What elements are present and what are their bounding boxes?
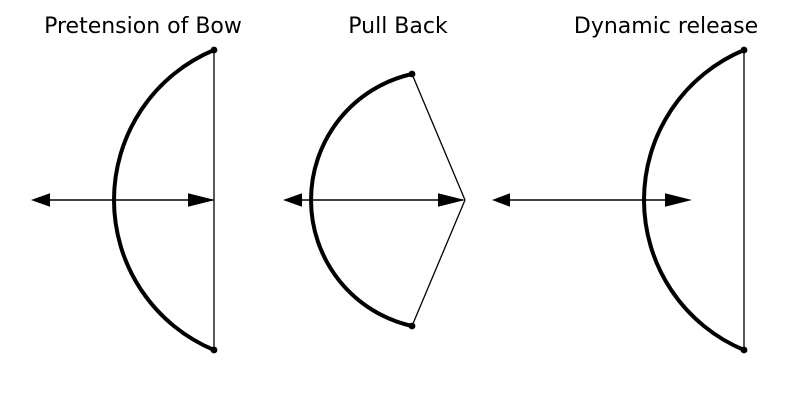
bow-tip-dot-bottom (210, 346, 218, 354)
bow-tip-dot-bottom (408, 322, 416, 330)
panel-title-dynamic-release: Dynamic release (574, 14, 758, 39)
bow-tip-dot-bottom (740, 346, 748, 354)
panel-title-pretension: Pretension of Bow (44, 14, 242, 39)
panel-title-pull-back: Pull Back (348, 14, 448, 39)
bow-tip-dot-top (408, 70, 416, 78)
bow-tip-dot-top (210, 46, 218, 54)
panel-dynamic-release: Dynamic release (492, 14, 758, 354)
arrow-nock (665, 193, 692, 207)
bowstring-upper (411, 73, 466, 201)
panel-pull-back: Pull Back (283, 14, 466, 330)
panel-pretension-of-bow: Pretension of Bow (31, 14, 242, 354)
arrow-head (492, 193, 510, 207)
arrow-nock (188, 193, 215, 207)
bow-tip-dot-top (740, 46, 748, 54)
bowstring-lower (411, 199, 466, 327)
arrow-head (283, 193, 302, 207)
arrow-head (31, 193, 50, 207)
arrow-nock (438, 193, 465, 207)
